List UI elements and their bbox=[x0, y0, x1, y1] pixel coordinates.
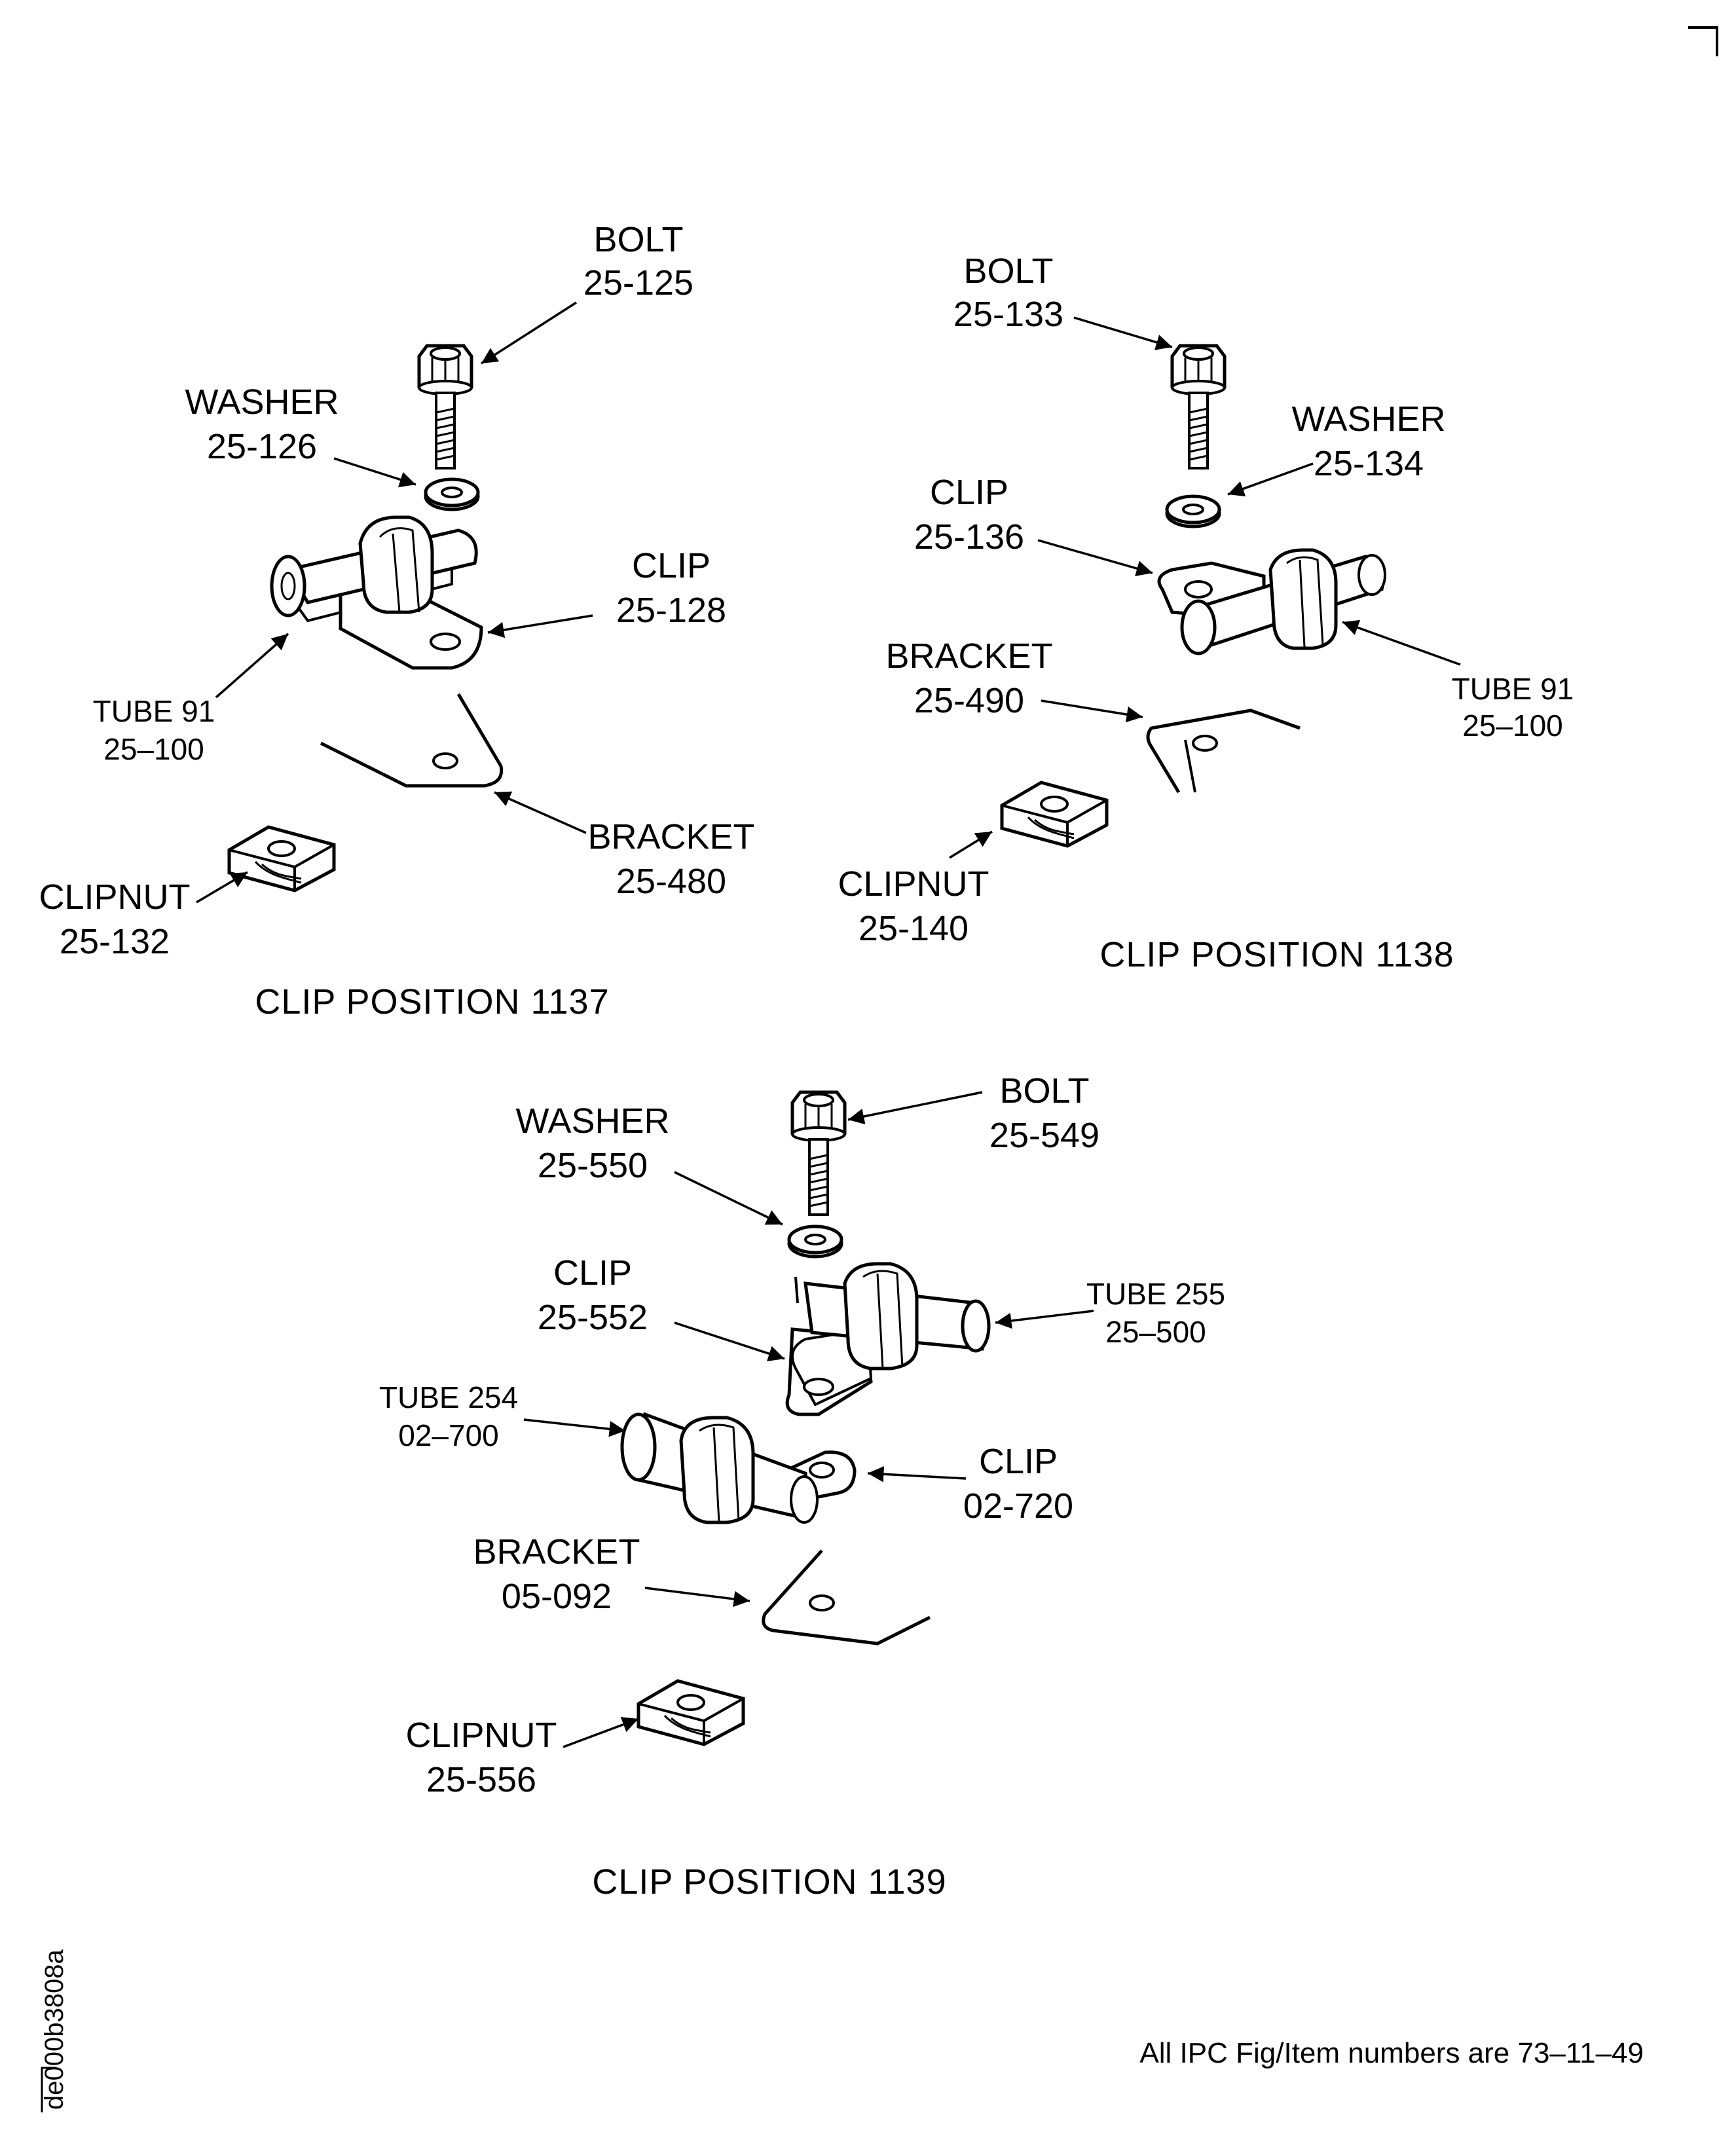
washer-part bbox=[426, 479, 478, 509]
bracket-number: 25-480 bbox=[616, 862, 726, 901]
clip-upper-number: 25-552 bbox=[538, 1298, 648, 1337]
washer-number: 25-550 bbox=[538, 1146, 648, 1185]
upper-tube-clip-assembly bbox=[785, 1262, 991, 1416]
clipnut-part bbox=[1002, 782, 1107, 846]
bolt-part bbox=[419, 346, 471, 468]
footer-note: All IPC Fig/Item numbers are 73–11–49 bbox=[1139, 2037, 1644, 2069]
bolt-label: BOLT bbox=[963, 251, 1053, 291]
bracket-label: BRACKET bbox=[473, 1532, 640, 1572]
arrows bbox=[196, 301, 593, 904]
tube-label: TUBE 91 bbox=[93, 694, 215, 728]
bracket-label: BRACKET bbox=[885, 636, 1052, 676]
bolt-number: 25-549 bbox=[989, 1116, 1099, 1155]
position-1137-group: BOLT 25-125 WASHER 25-126 CLIP 25-128 TU… bbox=[39, 220, 754, 1021]
clipnut-label: CLIPNUT bbox=[838, 864, 989, 904]
bracket-label: BRACKET bbox=[587, 817, 754, 856]
clip-lower-label: CLIP bbox=[979, 1442, 1058, 1481]
bolt-part bbox=[792, 1092, 845, 1215]
tube-clip-assembly bbox=[1157, 548, 1386, 655]
tube-clip-assembly bbox=[270, 515, 483, 670]
clipnut-number: 25-556 bbox=[426, 1760, 536, 1799]
side-code-bracket bbox=[41, 2067, 56, 2112]
clipnut-number: 25-132 bbox=[60, 922, 170, 961]
tube-lower-number: 02–700 bbox=[398, 1418, 499, 1452]
position-1139-group: BOLT 25-549 WASHER 25-550 CLIP 25-552 TU… bbox=[379, 1071, 1225, 1902]
tube-upper-label: TUBE 255 bbox=[1086, 1277, 1225, 1311]
clipnut-part bbox=[638, 1681, 743, 1744]
clip-upper-label: CLIP bbox=[553, 1253, 632, 1293]
tube-number: 25–100 bbox=[103, 732, 204, 766]
tube-label: TUBE 91 bbox=[1452, 672, 1574, 706]
position-caption: CLIP POSITION 1138 bbox=[1099, 935, 1454, 974]
bolt-number: 25-125 bbox=[583, 263, 693, 303]
clipnut-label: CLIPNUT bbox=[405, 1716, 557, 1755]
clip-label: CLIP bbox=[632, 546, 711, 585]
tube-number: 25–100 bbox=[1462, 708, 1563, 743]
side-code: de000b3808a bbox=[40, 1949, 69, 2110]
clipnut-label: CLIPNUT bbox=[39, 877, 190, 917]
arrows bbox=[949, 316, 1461, 859]
clip-lower-number: 02-720 bbox=[963, 1486, 1073, 1526]
clip-number: 25-136 bbox=[914, 517, 1024, 557]
position-1138-group: BOLT 25-133 WASHER 25-134 CLIP 25-136 TU… bbox=[838, 251, 1574, 974]
clip-number: 25-128 bbox=[616, 591, 726, 630]
bracket-part bbox=[762, 1549, 931, 1646]
clip-label: CLIP bbox=[930, 473, 1008, 512]
washer-label: WASHER bbox=[185, 382, 339, 422]
bolt-number: 25-133 bbox=[953, 295, 1063, 334]
washer-number: 25-126 bbox=[207, 427, 317, 466]
washer-part bbox=[789, 1226, 841, 1257]
corner-mark bbox=[1688, 26, 1718, 56]
lower-tube-clip-assembly bbox=[620, 1412, 857, 1524]
tube-upper-number: 25–500 bbox=[1105, 1315, 1206, 1349]
washer-label: WASHER bbox=[1291, 399, 1445, 439]
tube-lower-label: TUBE 254 bbox=[379, 1380, 518, 1414]
bracket-part bbox=[1146, 708, 1301, 794]
washer-number: 25-134 bbox=[1314, 444, 1424, 483]
washer-label: WASHER bbox=[515, 1101, 669, 1141]
clipnut-part bbox=[229, 827, 334, 891]
position-caption: CLIP POSITION 1137 bbox=[255, 982, 609, 1021]
arrows bbox=[523, 1091, 1094, 1748]
bracket-number: 05-092 bbox=[502, 1577, 612, 1616]
bolt-label: BOLT bbox=[999, 1071, 1089, 1111]
washer-part bbox=[1167, 496, 1219, 526]
bracket-number: 25-490 bbox=[914, 681, 1024, 720]
position-caption: CLIP POSITION 1139 bbox=[592, 1862, 946, 1902]
bolt-part bbox=[1172, 346, 1225, 468]
clipnut-number: 25-140 bbox=[859, 909, 969, 948]
bracket-part bbox=[320, 693, 504, 788]
bolt-label: BOLT bbox=[593, 220, 683, 259]
